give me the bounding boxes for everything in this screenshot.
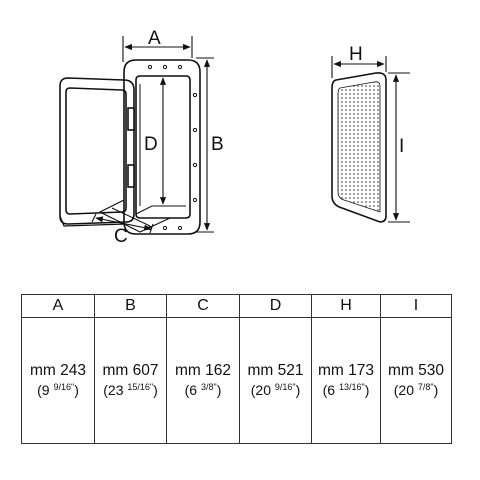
table-row: mm 243 (9 9/16") mm 607 (23 15/16") mm 1… bbox=[21, 317, 452, 444]
dimension-c-line bbox=[95, 216, 152, 231]
value-inch: (9 9/16") bbox=[37, 382, 79, 398]
value-mm: mm 530 bbox=[388, 362, 444, 379]
label-c: C bbox=[114, 226, 128, 247]
open-hatch-drawing bbox=[59, 59, 201, 235]
hatch-frame-outer bbox=[123, 59, 201, 235]
table-header-cell: H bbox=[311, 294, 381, 318]
hatch-diagram: A B D C H I bbox=[59, 28, 410, 247]
value-mm: mm 162 bbox=[175, 362, 231, 379]
value-inch: (20 7/8") bbox=[393, 382, 439, 398]
hatch-door-inner bbox=[65, 87, 127, 215]
value-inch: (6 3/8") bbox=[184, 382, 222, 398]
screen-mesh bbox=[337, 81, 381, 213]
value-inch: (6 13/16") bbox=[322, 382, 370, 398]
table-cell: mm 173 (6 13/16") bbox=[311, 317, 381, 444]
table-header-cell: B bbox=[94, 294, 167, 318]
dimension-table: A B C D H I mm 243 (9 9/16") mm 607 (23 … bbox=[21, 294, 452, 444]
label-a: A bbox=[148, 28, 161, 49]
hatch-door-outer bbox=[59, 77, 135, 225]
value-mm: mm 173 bbox=[318, 362, 374, 379]
dimension-lines-left bbox=[91, 36, 214, 234]
table-header-cell: I bbox=[380, 294, 452, 318]
label-i: I bbox=[399, 136, 404, 157]
value-inch: (23 15/16") bbox=[103, 382, 158, 398]
label-h: H bbox=[349, 44, 363, 65]
table-header-row: A B C D H I bbox=[21, 294, 452, 318]
dimension-lines-right bbox=[331, 56, 410, 223]
door-hinge-top bbox=[127, 107, 135, 131]
table-header-cell: D bbox=[239, 294, 312, 318]
table-cell: mm 521 (20 9/16") bbox=[239, 317, 312, 444]
table-cell: mm 162 (6 3/8") bbox=[166, 317, 240, 444]
value-inch: (20 9/16") bbox=[250, 382, 301, 398]
table-header-cell: C bbox=[166, 294, 240, 318]
door-hinge-bottom bbox=[127, 164, 135, 188]
value-mm: mm 243 bbox=[30, 362, 86, 379]
label-d: D bbox=[144, 134, 158, 155]
label-b: B bbox=[211, 134, 224, 155]
table-cell: mm 607 (23 15/16") bbox=[94, 317, 167, 444]
table-cell: mm 530 (20 7/8") bbox=[380, 317, 452, 444]
value-mm: mm 521 bbox=[247, 362, 304, 379]
value-mm: mm 607 bbox=[102, 362, 159, 379]
table-header-cell: A bbox=[21, 294, 95, 318]
table-cell: mm 243 (9 9/16") bbox=[21, 317, 95, 444]
screen-panel-drawing bbox=[331, 72, 387, 223]
